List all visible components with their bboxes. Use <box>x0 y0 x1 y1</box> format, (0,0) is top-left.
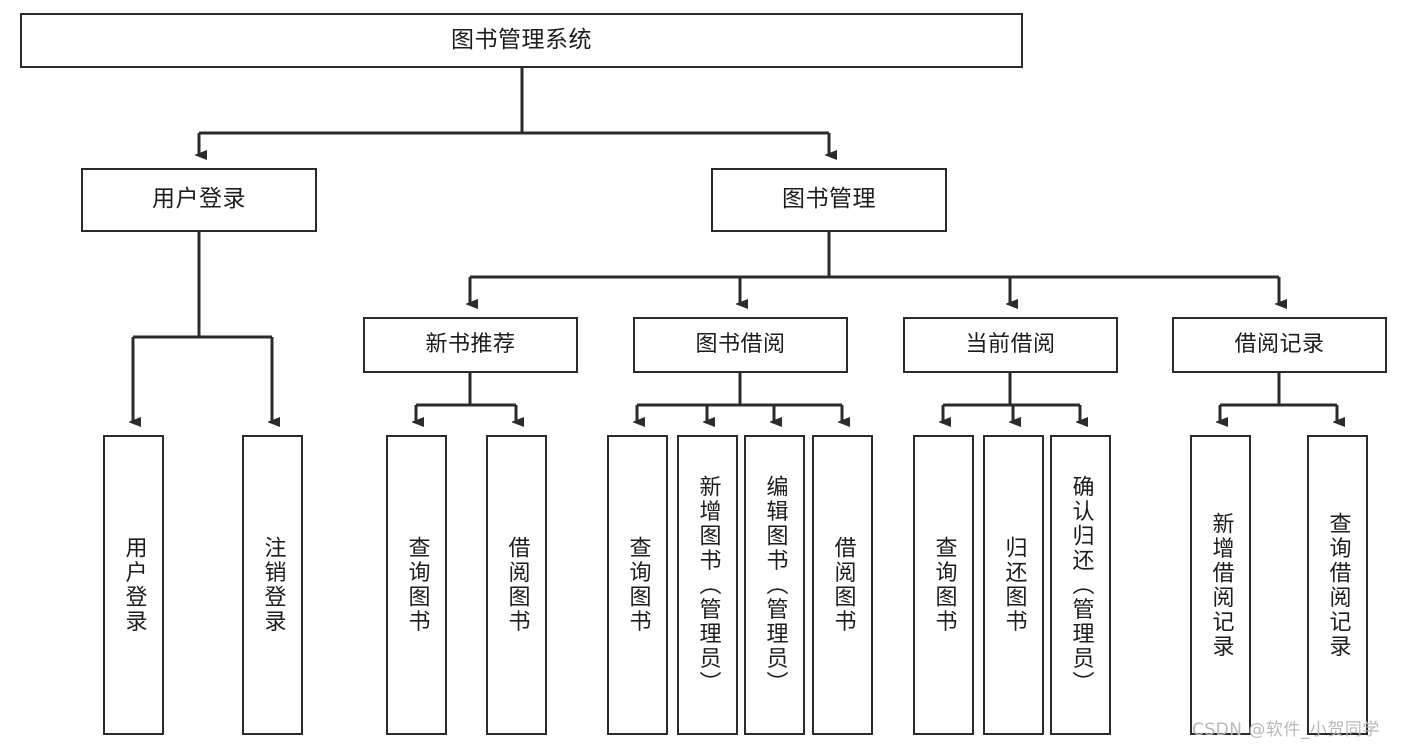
node-label: 编辑图书（管理员） <box>762 474 788 696</box>
node-label: 归还图书 <box>1001 536 1027 634</box>
leaf-query-books-current[interactable]: 查询图书 <box>913 435 974 735</box>
node-label: 注销登录 <box>260 536 286 634</box>
node-root-system[interactable]: 图书管理系统 <box>20 13 1023 68</box>
node-label: 借阅记录 <box>1234 332 1325 358</box>
leaf-confirm-return-admin[interactable]: 确认归还（管理员） <box>1050 435 1111 735</box>
node-label: 查询图书 <box>404 536 430 634</box>
leaf-query-books-borrow[interactable]: 查询图书 <box>607 435 668 735</box>
node-label: 借阅图书 <box>830 536 856 634</box>
node-label: 借阅图书 <box>504 536 530 634</box>
node-book-borrowing[interactable]: 图书借阅 <box>633 317 848 373</box>
node-label: 用户登录 <box>152 186 246 213</box>
node-label: 查询借阅记录 <box>1325 511 1351 659</box>
leaf-return-books[interactable]: 归还图书 <box>983 435 1044 735</box>
node-user-login[interactable]: 用户登录 <box>81 168 317 232</box>
node-borrow-records[interactable]: 借阅记录 <box>1172 317 1387 373</box>
leaf-edit-book-admin[interactable]: 编辑图书（管理员） <box>744 435 805 735</box>
leaf-borrow-books-new[interactable]: 借阅图书 <box>486 435 547 735</box>
leaf-query-books-new[interactable]: 查询图书 <box>386 435 447 735</box>
node-label: 图书借阅 <box>695 332 786 358</box>
node-book-management[interactable]: 图书管理 <box>711 168 947 232</box>
leaf-add-borrow-record[interactable]: 新增借阅记录 <box>1190 435 1251 735</box>
leaf-add-book-admin[interactable]: 新增图书（管理员） <box>677 435 738 735</box>
leaf-user-login[interactable]: 用户登录 <box>103 435 164 735</box>
leaf-borrow-books[interactable]: 借阅图书 <box>812 435 873 735</box>
node-label: 当前借阅 <box>965 332 1056 358</box>
connector-lines <box>133 68 1337 422</box>
node-label: 用户登录 <box>121 536 147 634</box>
node-label: 新增图书（管理员） <box>695 474 721 696</box>
node-label: 确认归还（管理员） <box>1068 474 1094 696</box>
node-label: 查询图书 <box>931 536 957 634</box>
node-label: 图书管理 <box>782 186 876 213</box>
node-label: 查询图书 <box>625 536 651 634</box>
node-current-borrowing[interactable]: 当前借阅 <box>903 317 1118 373</box>
node-new-book-recommendation[interactable]: 新书推荐 <box>363 317 578 373</box>
node-label: 新增借阅记录 <box>1208 511 1234 659</box>
leaf-logout[interactable]: 注销登录 <box>242 435 303 735</box>
node-label: 图书管理系统 <box>451 26 592 53</box>
leaf-query-borrow-record[interactable]: 查询借阅记录 <box>1307 435 1368 735</box>
node-label: 新书推荐 <box>425 332 516 358</box>
